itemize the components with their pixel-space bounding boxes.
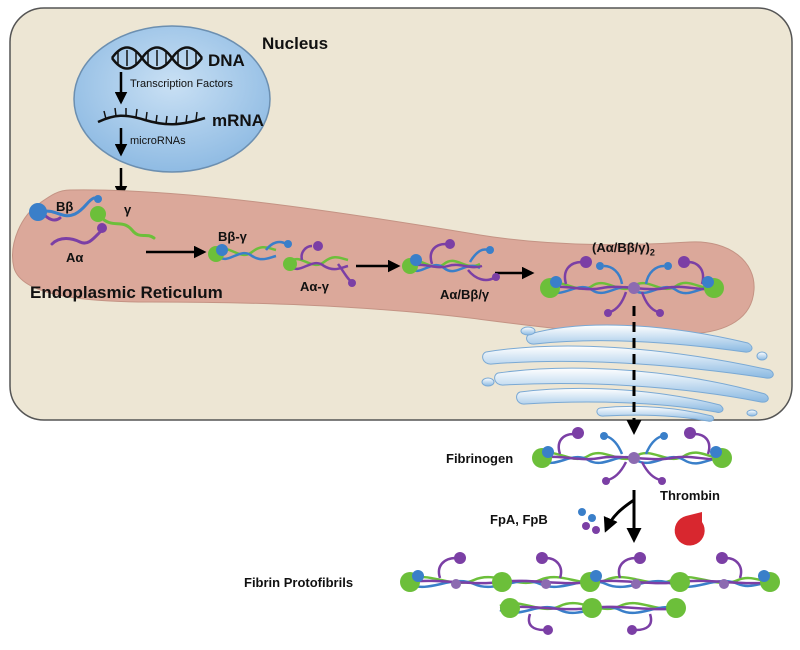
hexamer-molecule xyxy=(540,256,724,317)
gamma-label: γ xyxy=(124,202,132,217)
thrombin-icon xyxy=(674,512,705,546)
fibrinopeptides xyxy=(578,508,600,534)
a-alpha-gamma-label: Aα-γ xyxy=(300,279,329,294)
a-alpha-gamma-dimer xyxy=(289,244,353,284)
trimer-label: Aα/Bβ/γ xyxy=(440,287,490,302)
b-beta-gamma-label: Bβ-γ xyxy=(218,229,247,244)
nucleus-label: Nucleus xyxy=(262,34,329,53)
fibrinogen-label: Fibrinogen xyxy=(446,451,514,466)
gamma-chain xyxy=(98,214,156,240)
fibrin-protofibrils-label: Fibrin Protofibrils xyxy=(244,575,354,590)
micrornas-label: microRNAs xyxy=(130,135,186,147)
fibrinopeptides-label: FpA, FpB xyxy=(490,512,548,527)
dna-label: DNA xyxy=(208,51,245,70)
dna-helix-icon xyxy=(110,46,204,70)
assembly-arrows xyxy=(146,245,535,280)
endoplasmic-reticulum-label: Endoplasmic Reticulum xyxy=(30,283,223,302)
fibrin-protofibrils xyxy=(400,552,780,635)
mrna-label: mRNA xyxy=(212,111,264,130)
golgi-apparatus-icon xyxy=(481,324,774,422)
mrna-strand-icon xyxy=(97,107,206,126)
transcription-factors-label: Transcription Factors xyxy=(130,78,233,90)
b-beta-label: Bβ xyxy=(56,199,74,214)
nucleus-ellipse xyxy=(73,25,271,173)
thrombin-label: Thrombin xyxy=(660,488,720,503)
a-alpha-chain xyxy=(50,230,102,246)
hexamer-label: (Aα/Bβ/γ)2 xyxy=(592,240,655,258)
fibrinogen-molecule xyxy=(532,427,732,485)
fibrinopeptide-release-arrow xyxy=(603,498,635,533)
a-alpha-label: Aα xyxy=(66,250,84,265)
